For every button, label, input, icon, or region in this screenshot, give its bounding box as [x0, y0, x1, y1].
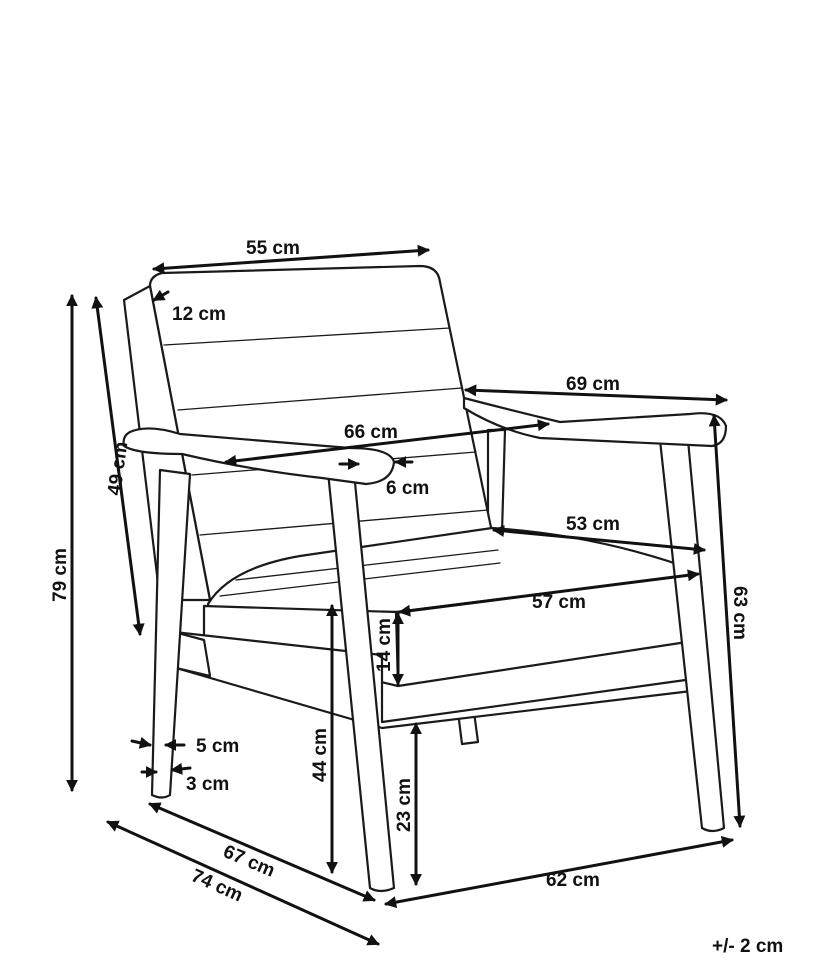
dim-line-arm-length — [464, 384, 728, 406]
dim-line-depth — [148, 802, 376, 902]
label-leg-top: 5 cm — [196, 736, 239, 757]
armchair-drawing — [122, 264, 728, 893]
dim-line-inner-width — [224, 419, 550, 467]
label-back-width: 55 cm — [246, 238, 300, 259]
label-arm-length: 69 cm — [566, 374, 620, 395]
dim-line-arm-height — [708, 414, 746, 828]
dim-line-seat-depth — [492, 524, 706, 556]
label-arm-height: 63 cm — [729, 586, 750, 640]
label-cushion-height: 14 cm — [374, 618, 395, 672]
label-seat-depth: 53 cm — [566, 514, 620, 535]
dim-line-back-width — [152, 244, 430, 275]
dim-line-total-depth — [106, 820, 380, 946]
dim-line-back-height — [91, 296, 145, 636]
label-total-width: 62 cm — [546, 870, 600, 891]
dimension-lines — [66, 244, 746, 946]
seat-seam-1 — [235, 549, 499, 581]
label-inner-width: 66 cm — [344, 422, 398, 443]
label-seat-height: 44 cm — [310, 728, 331, 782]
label-back-height: 49 cm — [104, 440, 132, 496]
tolerance-note: +/- 2 cm — [712, 936, 783, 957]
label-arm-width: 6 cm — [386, 478, 429, 499]
label-clearance: 23 cm — [394, 778, 415, 832]
backrest-seam-2 — [177, 387, 463, 411]
dim-line-leg-top-left — [130, 736, 152, 749]
backrest-seam-1 — [163, 327, 451, 346]
label-total-height: 79 cm — [50, 548, 71, 602]
dim-line-total-width — [384, 835, 734, 909]
left-rear-leg — [150, 468, 192, 799]
label-seat-width: 57 cm — [532, 592, 586, 613]
dim-line-seat-width — [398, 569, 700, 617]
dim-line-leg-bottom-right — [170, 762, 192, 775]
label-back-depth: 12 cm — [172, 304, 226, 325]
dim-line-back-depth — [152, 289, 170, 302]
label-leg-bottom: 3 cm — [186, 774, 229, 795]
right-rear-post — [486, 428, 507, 534]
